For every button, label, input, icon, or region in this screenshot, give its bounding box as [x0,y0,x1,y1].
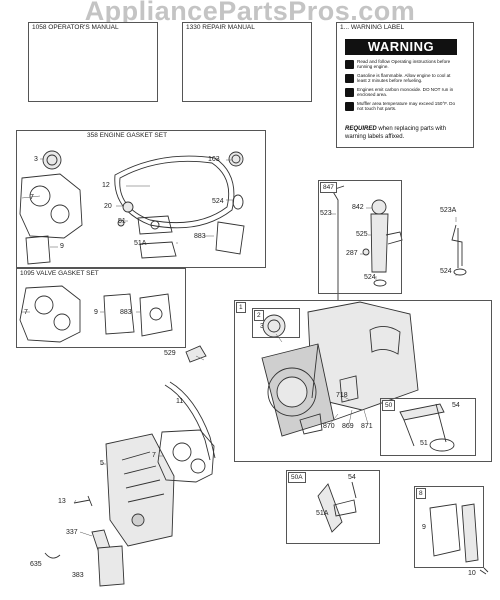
part-label: 383 [72,572,84,579]
fire-icon [345,74,354,83]
warning-required-note: REQUIRED when replacing parts with warni… [345,125,465,141]
part-label: 718 [336,392,348,399]
part-label: 13 [58,498,66,505]
required-text: when replacing parts with warning labels… [345,126,447,140]
valve-gasket-set-title: 1095 VALVE GASKET SET [20,270,99,277]
warning-heading: WARNING [345,39,457,55]
part-label: 51 [118,218,126,225]
part-label: 337 [66,529,78,536]
part-label: 871 [361,423,373,430]
valve-cover-box [414,486,484,568]
loose-parts [44,345,489,587]
tag-1: 1 [236,302,246,313]
dipstick-kit-parts [331,185,467,300]
part-label: 525 [356,231,368,238]
part-label: 11 [176,398,184,405]
part-label: 7 [24,309,28,316]
part-label: 524 [364,274,376,281]
engine-gasket-set-parts [19,150,245,265]
part-label: 524 [212,198,224,205]
leader-lines [21,158,457,537]
part-label: 524 [440,268,452,275]
part-label: 9 [422,524,426,531]
tag-8: 8 [416,488,426,499]
warning-line-3: Engines emit carbon monoxide. DO NOT run… [345,87,457,99]
repair-manual-box: 1330 REPAIR MANUAL [182,22,312,102]
repair-manual-title: 1330 REPAIR MANUAL [186,24,255,31]
tag-50a: 50A [288,472,306,483]
part-label: 883 [194,233,206,240]
tag-50: 50 [382,400,396,411]
warning-line-1: Read and follow Operating instructions b… [345,59,457,71]
part-label: 523 [320,210,332,217]
exhaust-icon [345,88,354,97]
part-label: 3 [260,323,264,330]
warning-line-4: Muffler area temperature may exceed 150°… [345,101,457,113]
breather-tube-box [286,470,380,544]
part-label: 9 [94,309,98,316]
part-label: 10 [468,570,476,577]
cylinder-block-parts [261,301,455,452]
part-label: 869 [342,423,354,430]
part-label: 529 [164,350,176,357]
breather-box [380,398,476,456]
engine-gasket-set-box: 358 ENGINE GASKET SET [16,130,266,268]
part-label: 20 [104,203,112,210]
hot-surface-icon [345,102,354,111]
tag-2: 2 [254,310,264,321]
part-label: 9 [60,243,64,250]
cylinder-block-box [234,300,492,462]
part-label: 842 [352,204,364,211]
short-block-seal-box [252,308,300,338]
part-label: 7 [152,452,156,459]
part-label: 870 [323,423,335,430]
valve-gasket-set-box: 1095 VALVE GASKET SET [16,268,186,348]
valve-gasket-set-parts [19,285,173,343]
part-label: 3 [34,156,38,163]
part-label: 51 [420,440,428,447]
dipstick-kit-box [318,180,402,294]
part-label: 12 [102,182,110,189]
part-label: 5 [100,460,104,467]
part-label: 7 [30,194,34,201]
part-label: 287 [346,250,358,257]
part-label: 51A [316,510,329,517]
part-label: 635 [30,561,42,568]
part-label: 51A [134,240,147,247]
manual-icon [345,60,354,69]
operators-manual-box: 1058 OPERATOR'S MANUAL [28,22,158,102]
operators-manual-title: 1058 OPERATOR'S MANUAL [32,24,119,31]
part-label: 54 [348,474,356,481]
part-label: 163 [208,156,220,163]
warning-line-2: Gasoline is flammable. Allow engine to c… [345,73,457,85]
warning-label-box: 1... WARNING LABEL WARNING Read and foll… [336,22,474,148]
tag-847: 847 [320,182,337,193]
required-label: REQUIRED [345,126,377,132]
part-label: 54 [452,402,460,409]
part-label: 523A [440,207,457,214]
part-label: 883 [120,309,132,316]
warning-label-title: 1... WARNING LABEL [340,24,405,31]
engine-gasket-set-title: 358 ENGINE GASKET SET [87,132,168,139]
